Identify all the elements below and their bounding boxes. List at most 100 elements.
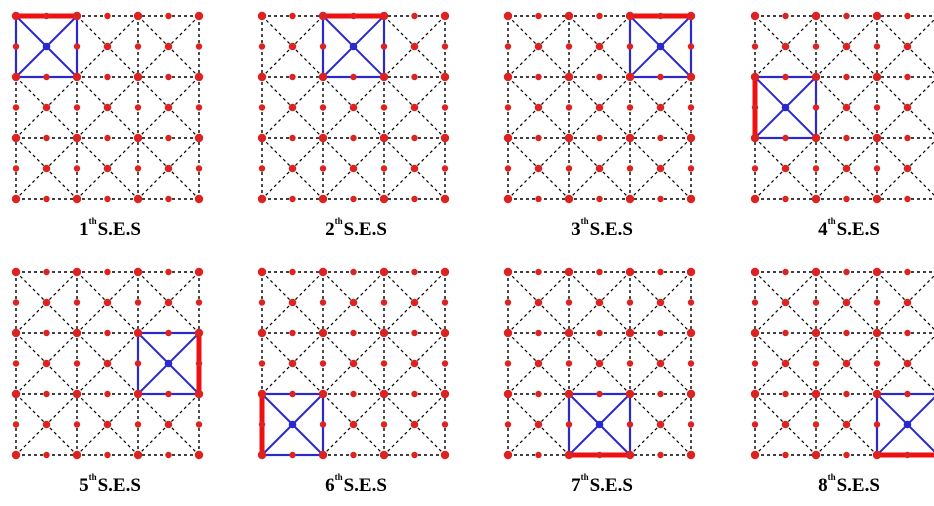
edge-site [752, 104, 758, 110]
corner-site [195, 329, 203, 337]
edge-site [874, 43, 880, 49]
edge-site [135, 360, 141, 366]
center-site [43, 165, 51, 173]
center-site [782, 360, 790, 368]
edge-site [13, 104, 19, 110]
corner-site [626, 268, 634, 276]
panel-caption: 2thS.E.S [256, 216, 456, 241]
corner-site [687, 451, 695, 459]
edge-site [657, 74, 663, 80]
edge-site [752, 299, 758, 305]
edge-site [381, 165, 387, 171]
corner-site [73, 268, 81, 276]
edge-site [874, 299, 880, 305]
edge-site [165, 452, 171, 458]
edge-site [782, 391, 788, 397]
corner-site [687, 390, 695, 398]
center-site [411, 104, 419, 112]
edge-site [74, 104, 80, 110]
edge-site [843, 13, 849, 19]
edge-site [657, 135, 663, 141]
edge-site [813, 360, 819, 366]
edge-site [289, 135, 295, 141]
edge-site [135, 43, 141, 49]
center-site [289, 360, 297, 368]
corner-site [319, 268, 327, 276]
edge-site [813, 421, 819, 427]
corner-site [441, 390, 449, 398]
edge-site [843, 391, 849, 397]
corner-site [751, 451, 759, 459]
edge-site [43, 135, 49, 141]
lattice-diagram [502, 266, 702, 466]
center-site [596, 360, 604, 368]
corner-site [319, 73, 327, 81]
caption-number: 2 [325, 219, 335, 240]
corner-site [134, 73, 142, 81]
corner-site [258, 329, 266, 337]
corner-site [812, 390, 820, 398]
edge-site [627, 360, 633, 366]
edge-site [566, 421, 572, 427]
edge-site [350, 330, 356, 336]
edge-site [688, 299, 694, 305]
edge-site [596, 74, 602, 80]
edge-site [782, 330, 788, 336]
corner-site [873, 134, 881, 142]
edge-site [411, 269, 417, 275]
edge-site [782, 13, 788, 19]
lattice-diagram [256, 266, 456, 466]
corner-site [380, 268, 388, 276]
panel-caption: 3thS.E.S [502, 216, 702, 241]
center-site [535, 43, 543, 51]
corner-site [319, 390, 327, 398]
edge-site [657, 13, 663, 19]
edge-site [843, 330, 849, 336]
edge-site [289, 74, 295, 80]
corner-site [134, 134, 142, 142]
caption-superscript: th [335, 216, 343, 226]
corner-site [195, 268, 203, 276]
edge-site [104, 74, 110, 80]
edge-site [43, 74, 49, 80]
corner-site [873, 73, 881, 81]
edge-site [350, 13, 356, 19]
edge-site [688, 104, 694, 110]
edge-site [350, 391, 356, 397]
corner-site [565, 73, 573, 81]
edge-site [381, 43, 387, 49]
edge-site [320, 421, 326, 427]
center-site [43, 104, 51, 112]
center-site [657, 165, 665, 173]
caption-number: 3 [571, 219, 581, 240]
center-site [843, 421, 851, 429]
corner-site [565, 329, 573, 337]
panel-caption: 8thS.E.S [749, 472, 934, 497]
edge-site [74, 165, 80, 171]
edge-site [843, 452, 849, 458]
center-site [104, 104, 112, 112]
edge-site [442, 104, 448, 110]
lattice-diagram [256, 10, 456, 210]
center-site [535, 299, 543, 307]
center-site [411, 421, 419, 429]
edge-site [350, 196, 356, 202]
edge-site [505, 165, 511, 171]
edge-site [505, 299, 511, 305]
corner-site [873, 268, 881, 276]
corner-site [380, 195, 388, 203]
corner-site [873, 329, 881, 337]
center-site [904, 421, 912, 429]
corner-site [687, 12, 695, 20]
edge-site [196, 299, 202, 305]
edge-site [289, 452, 295, 458]
corner-site [812, 195, 820, 203]
caption-suffix: S.E.S [837, 219, 880, 240]
corner-site [812, 268, 820, 276]
center-site [596, 421, 604, 429]
edge-site [566, 104, 572, 110]
edge-site [74, 360, 80, 366]
corner-site [751, 329, 759, 337]
corner-site [134, 451, 142, 459]
corner-site [751, 390, 759, 398]
